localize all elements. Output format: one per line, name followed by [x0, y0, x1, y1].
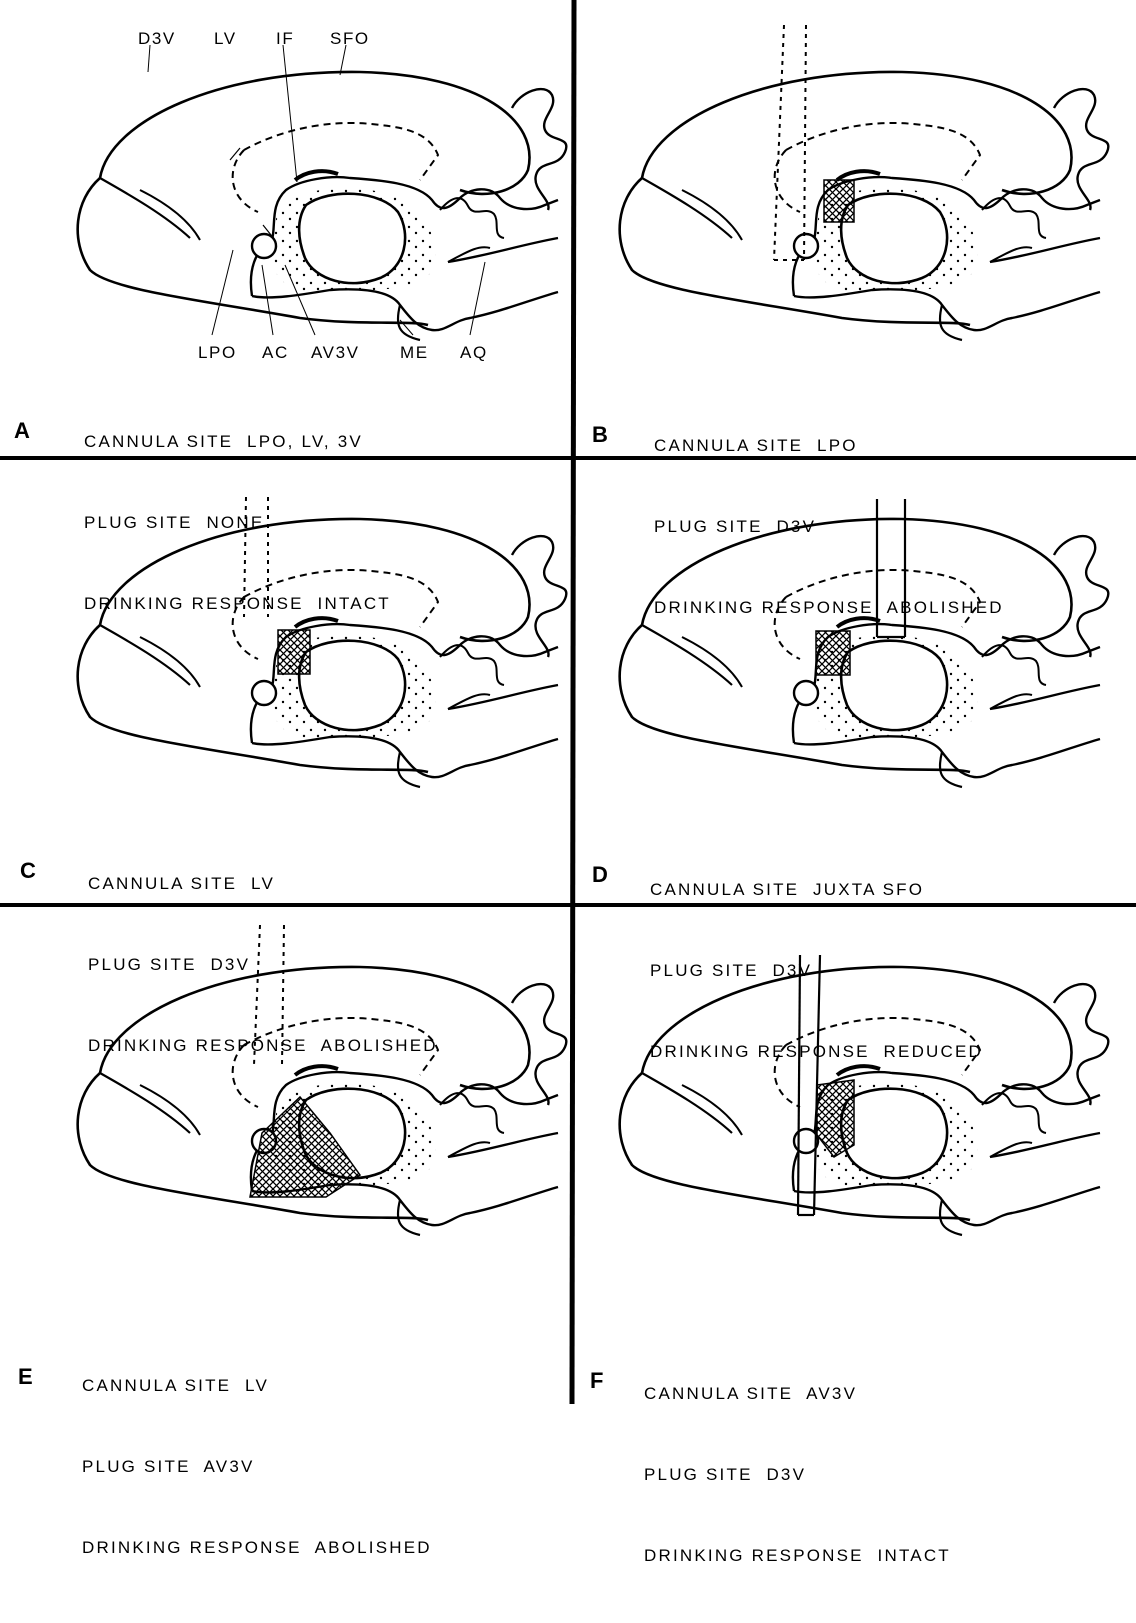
- caption-d-line-3: DRINKING RESPONSE REDUCED: [650, 1038, 983, 1065]
- caption-b-line-1: CANNULA SITE LPO: [654, 432, 1004, 459]
- brain-diagram-a: [78, 45, 567, 340]
- label-av3v: AV3V: [311, 344, 360, 361]
- figure-stage: D3V LV IF SFO LPO AC AV3V ME AQ CANNULA …: [0, 0, 1136, 1404]
- caption-f-line-1: CANNULA SITE AV3V: [644, 1380, 951, 1407]
- panel-letter-e: E: [18, 1366, 33, 1388]
- caption-f-line-2: PLUG SITE D3V: [644, 1461, 951, 1488]
- caption-d-line-2: PLUG SITE D3V: [650, 957, 983, 984]
- panel-letter-d: D: [592, 864, 608, 886]
- caption-b: CANNULA SITE LPO PLUG SITE D3V DRINKING …: [654, 378, 1004, 675]
- panel-letter-c: C: [20, 860, 36, 882]
- caption-a: CANNULA SITE LPO, LV, 3V PLUG SITE NONE …: [84, 374, 391, 671]
- panel-letter-a: A: [14, 420, 30, 442]
- caption-c-line-2: PLUG SITE D3V: [88, 951, 438, 978]
- caption-f: CANNULA SITE AV3V PLUG SITE D3V DRINKING…: [644, 1326, 951, 1623]
- caption-d: CANNULA SITE JUXTA SFO PLUG SITE D3V DRI…: [650, 822, 983, 1119]
- caption-c-line-1: CANNULA SITE LV: [88, 870, 438, 897]
- caption-d-line-1: CANNULA SITE JUXTA SFO: [650, 876, 983, 903]
- brain-diagram-b: [620, 25, 1109, 340]
- caption-e-line-3: DRINKING RESPONSE ABOLISHED: [82, 1534, 432, 1561]
- label-sfo: SFO: [330, 30, 370, 47]
- divider-vertical: [572, 0, 574, 1404]
- caption-c-line-3: DRINKING RESPONSE ABOLISHED: [88, 1032, 438, 1059]
- figure-drawing: [0, 0, 1136, 1404]
- caption-c: CANNULA SITE LV PLUG SITE D3V DRINKING R…: [88, 816, 438, 1113]
- caption-b-line-2: PLUG SITE D3V: [654, 513, 1004, 540]
- label-lpo: LPO: [198, 344, 237, 361]
- caption-a-line-3: DRINKING RESPONSE INTACT: [84, 590, 391, 617]
- label-ac: AC: [262, 344, 289, 361]
- caption-e: CANNULA SITE LV PLUG SITE AV3V DRINKING …: [82, 1318, 432, 1615]
- panel-letter-b: B: [592, 424, 608, 446]
- caption-b-line-3: DRINKING RESPONSE ABOLISHED: [654, 594, 1004, 621]
- label-if: IF: [276, 30, 294, 47]
- label-me: ME: [400, 344, 429, 361]
- panel-letter-f: F: [590, 1370, 603, 1392]
- caption-e-line-2: PLUG SITE AV3V: [82, 1453, 432, 1480]
- label-aq: AQ: [460, 344, 488, 361]
- caption-a-line-1: CANNULA SITE LPO, LV, 3V: [84, 428, 391, 455]
- caption-f-line-3: DRINKING RESPONSE INTACT: [644, 1542, 951, 1569]
- caption-a-line-2: PLUG SITE NONE: [84, 509, 391, 536]
- label-lv: LV: [214, 30, 237, 47]
- label-d3v: D3V: [138, 30, 176, 47]
- caption-e-line-1: CANNULA SITE LV: [82, 1372, 432, 1399]
